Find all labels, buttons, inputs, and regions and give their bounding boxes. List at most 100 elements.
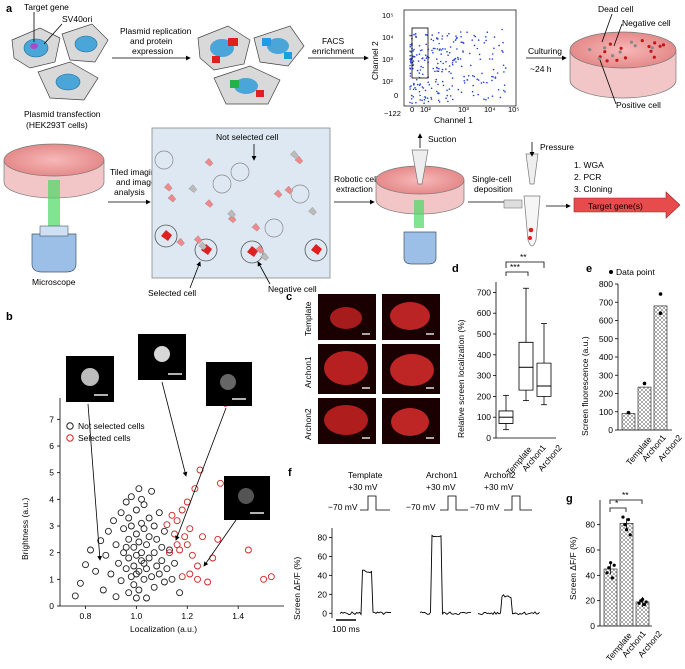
e-bar <box>653 305 668 431</box>
e-point <box>658 292 663 296</box>
f-trace-3-hold: −70 mV <box>470 502 500 512</box>
dish-cell <box>652 55 656 59</box>
facs-dot <box>452 98 454 101</box>
g-ytick-label: 40 <box>586 570 596 580</box>
analysis-cell <box>284 185 294 195</box>
facs-dot <box>472 84 475 87</box>
facs-dot <box>409 72 412 75</box>
facs-dot <box>473 44 476 47</box>
b-point-not-selected <box>122 565 130 573</box>
tiled-label-3: analysis <box>114 187 145 197</box>
b-point-not-selected <box>153 562 161 570</box>
facs-dot <box>456 48 458 50</box>
b-point-selected <box>183 541 191 549</box>
analysis-cell <box>204 199 214 208</box>
facs-dot <box>483 42 486 44</box>
f-ytick-label: 20 <box>318 589 328 599</box>
facs-dot <box>463 82 466 84</box>
b-point-selected <box>188 551 196 559</box>
b-point-not-selected <box>171 559 178 567</box>
facs-dot <box>419 69 422 71</box>
facs-dot <box>427 81 430 84</box>
facs-dot <box>434 47 436 50</box>
facs-dot <box>418 84 421 87</box>
hek-label: (HEK293T cells) <box>26 120 88 130</box>
facs-dot <box>413 48 415 51</box>
facs-dot <box>431 49 433 52</box>
facs-dot <box>440 49 443 51</box>
analysis-cell <box>204 158 214 167</box>
microscope-dish-illustration <box>3 143 105 273</box>
b-point-selected <box>173 517 181 525</box>
negative-cell-label: Negative cell <box>622 18 671 28</box>
facs-dot <box>451 85 454 87</box>
b-point-selected <box>194 575 201 583</box>
replication-label-2: and protein <box>130 36 173 46</box>
f-trace <box>339 569 392 616</box>
e-ytick-label: 400 <box>599 352 613 362</box>
b-point-not-selected <box>158 543 166 551</box>
facs-gate <box>411 27 429 79</box>
b-point-not-selected <box>71 592 79 600</box>
analysis-circle <box>264 218 284 238</box>
c-row-template: Template <box>303 301 313 336</box>
facs-dot <box>466 31 468 33</box>
facs-dot <box>496 72 499 74</box>
d-box <box>518 341 534 391</box>
facs-dot <box>446 94 449 97</box>
facs-dot <box>435 78 438 81</box>
b-point-not-selected <box>99 586 107 594</box>
b-point-not-selected <box>148 573 156 581</box>
b-point-not-selected <box>120 525 128 533</box>
facs-dot <box>435 66 438 69</box>
b-point-not-selected <box>130 543 138 551</box>
panel-letter-b: b <box>6 311 13 323</box>
b-point-not-selected <box>132 594 140 602</box>
positive-cell-label: Positive cell <box>616 100 661 110</box>
b-point-not-selected <box>117 577 125 585</box>
microscope-label: Microscope <box>32 277 76 287</box>
analysis-cell <box>188 184 198 193</box>
b-point-selected <box>204 578 212 586</box>
facs-dot <box>469 52 471 55</box>
b-point-not-selected <box>153 535 161 543</box>
facs-dot <box>472 74 474 77</box>
b-thumb-1-cell <box>81 368 99 386</box>
facs-dot <box>417 60 420 62</box>
facs-dot <box>416 83 419 86</box>
panel-letter-e: e <box>586 263 592 275</box>
facs-dot <box>463 75 465 78</box>
b-legend-not-selected: Not selected cells <box>78 421 145 431</box>
d-box <box>536 362 552 397</box>
robotic-label-2: extraction <box>336 184 373 194</box>
facs-dot <box>423 59 426 62</box>
b-point-selected <box>267 573 275 581</box>
facs-dot <box>491 53 494 55</box>
facs-xtick-6: 10⁵ <box>508 105 519 114</box>
b-point-not-selected <box>150 549 158 557</box>
g-ytick-label: 60 <box>586 545 596 555</box>
facs-dot <box>462 42 465 44</box>
facs-dot <box>467 75 470 77</box>
f-ytick-label: 40 <box>318 570 328 580</box>
facs-dot <box>441 80 444 83</box>
facs-dot <box>425 57 428 59</box>
facs-dot <box>437 70 440 73</box>
b-point-not-selected <box>97 537 105 545</box>
b-point-selected <box>176 546 184 554</box>
b-point-selected <box>216 479 224 487</box>
culture-dish-illustration <box>569 31 677 99</box>
facs-dot <box>448 88 451 90</box>
facs-dot <box>427 100 430 103</box>
facs-dot <box>460 41 463 43</box>
d-sig1: *** <box>510 262 521 272</box>
f-trace <box>419 534 472 616</box>
facs-plot <box>403 9 517 107</box>
b-point-not-selected <box>143 565 150 573</box>
single-label-2: deposition <box>474 184 513 194</box>
d-ytick-label: 300 <box>477 371 491 381</box>
e-point <box>642 381 647 386</box>
facs-dot <box>413 33 415 36</box>
g-point <box>641 597 645 602</box>
